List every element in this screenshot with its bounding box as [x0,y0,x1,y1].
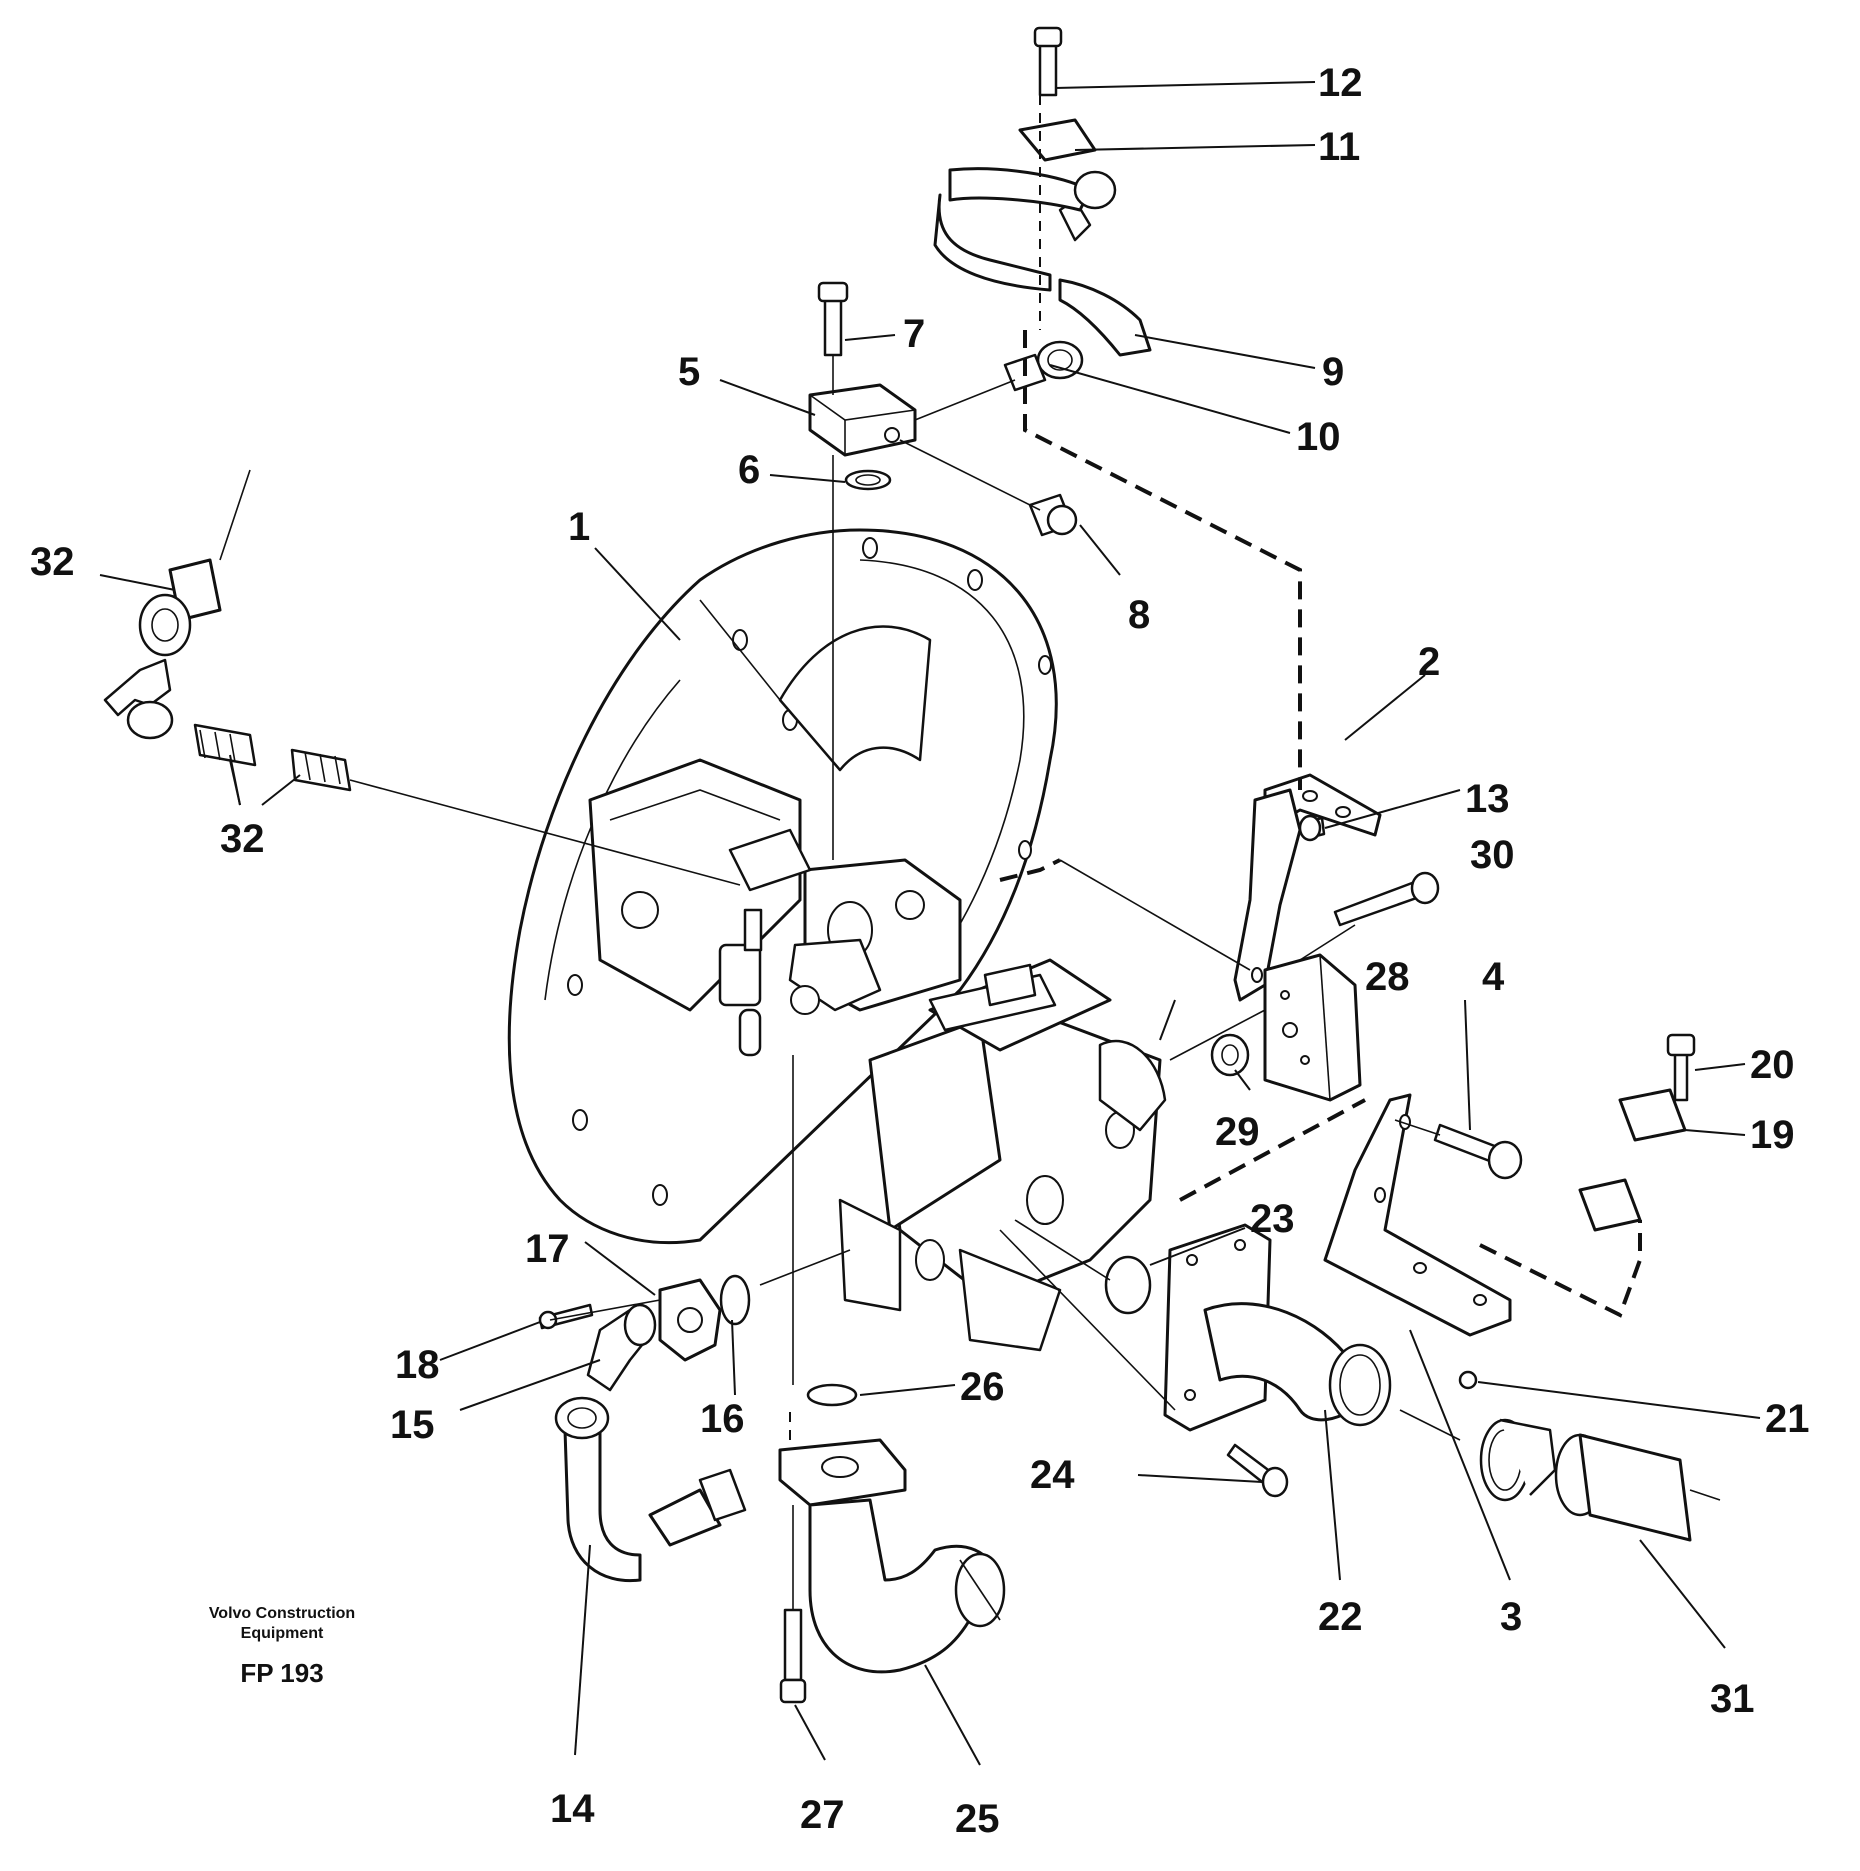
callout-1: 1 [568,505,590,549]
callout-23: 23 [1250,1197,1295,1241]
assembly-axis-lines [219,355,1721,1610]
fittings-15-18 [538,1274,751,1392]
callout-21: 21 [1765,1397,1810,1441]
callout-25: 25 [955,1797,1000,1841]
callout-32a: 32 [30,540,75,584]
callout-27: 27 [800,1793,845,1837]
callout-11: 11 [1318,125,1360,169]
tube-14 [554,1396,747,1583]
callout-28: 28 [1365,955,1410,999]
callout-16: 16 [700,1397,745,1441]
callout-26: 26 [960,1365,1005,1409]
callout-12: 12 [1318,61,1363,105]
callout-19: 19 [1750,1113,1795,1157]
bracket-3 [1323,1093,1512,1337]
assembly-dashed-lines [789,95,1642,1440]
callout-15: 15 [390,1403,435,1447]
callout-32b: 32 [220,817,265,861]
valve-block-5 [808,281,1078,537]
callout-29: 29 [1215,1110,1260,1154]
hose-clamp-31 [1479,1418,1692,1542]
callout-3: 3 [1500,1595,1522,1639]
callout-17: 17 [525,1227,570,1271]
hydraulic-pump-body [588,758,1167,1352]
callout-labels: 12 11 9 10 7 5 6 8 1 32 32 2 13 30 28 4 … [30,61,1810,1841]
callout-8: 8 [1128,593,1150,637]
clamp-19-20 [1578,1033,1696,1232]
callout-31: 31 [1710,1677,1755,1721]
callout-30: 30 [1470,833,1515,877]
callout-18: 18 [395,1343,440,1387]
callout-13: 13 [1465,777,1510,821]
leader-lines [99,81,1761,1766]
credit-block: Volvo Construction Equipment FP 193 [209,1605,355,1688]
cover-plate-28 [1263,953,1362,1102]
elbow-pipe-25 [778,1438,1006,1674]
callout-4: 4 [1482,955,1505,999]
callout-9: 9 [1322,350,1344,394]
callout-10: 10 [1296,415,1341,459]
elbow-pipe-22 [1163,1223,1392,1432]
callout-7: 7 [903,312,925,356]
hose-32 [103,558,352,792]
bracket-2 [1233,773,1382,1002]
credit-line-1: Volvo Construction [209,1605,355,1622]
callout-22: 22 [1318,1595,1363,1639]
figure-code: FP 193 [240,1658,323,1688]
upper-pipe-9-12 [933,26,1152,392]
credit-line-2: Equipment [241,1625,324,1642]
callout-20: 20 [1750,1043,1795,1087]
callout-24: 24 [1030,1453,1075,1497]
callout-2: 2 [1418,640,1440,684]
callout-6: 6 [738,448,760,492]
callout-5: 5 [678,350,700,394]
callout-14: 14 [550,1787,595,1831]
